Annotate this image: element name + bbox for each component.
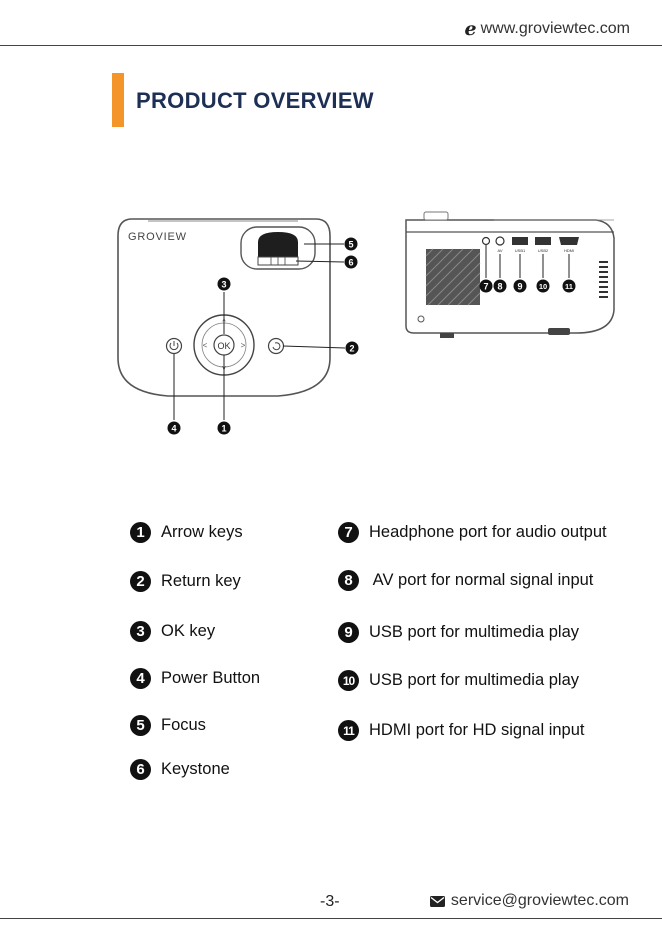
header-divider: [0, 45, 662, 46]
legend-number: 5: [130, 715, 151, 736]
legend-item-return-key: 2 Return key: [130, 571, 241, 592]
projector-side-view-diagram: AV USB1 USB2 HDMI 7 8 9 10 11: [405, 211, 615, 338]
svg-text:1: 1: [221, 424, 226, 434]
callout-11: 11: [562, 279, 576, 293]
power-icon: [169, 342, 179, 351]
projector-top-view-diagram: GROVIEW OK ^ v < > 5 6 2 3 1: [117, 218, 359, 435]
headphone-port: [481, 236, 491, 246]
footer-email: service@groviewtec.com: [429, 892, 629, 910]
callout-8: 8: [493, 279, 507, 293]
header-website: e www.groviewtec.com: [465, 18, 630, 40]
legend-label: Power Button: [161, 669, 261, 687]
right-arrow-icon: >: [241, 341, 246, 350]
callout-4: 4: [167, 421, 181, 435]
legend-item-arrow-keys: 1 Arrow keys: [130, 522, 243, 543]
legend-item-ok-key: 3 OK key: [130, 621, 215, 642]
top-bump: [423, 211, 449, 221]
callout-10: 10: [536, 279, 550, 293]
brand-logo: GROVIEW: [128, 231, 187, 243]
legend-number: 2: [130, 571, 151, 592]
title-accent-bar: [112, 73, 124, 127]
legend-item-av-port: 8 AV port for normal signal input: [338, 570, 593, 591]
legend-number: 3: [130, 621, 151, 642]
legend-item-usb-port-1: 9 USB port for multimedia play: [338, 622, 579, 643]
return-button: [267, 337, 285, 355]
svg-text:9: 9: [517, 282, 522, 292]
callout-5: 5: [344, 237, 358, 251]
email-address: service@groviewtec.com: [450, 892, 629, 909]
ok-key-label: OK: [217, 341, 230, 351]
vent-hatching: [425, 248, 481, 306]
legend-number: 8: [338, 570, 359, 591]
callout-9: 9: [513, 279, 527, 293]
footer-divider: [0, 918, 662, 919]
usb-port-1: [512, 237, 528, 245]
leader-line-6: [295, 260, 345, 263]
hdmi-label: HDMI: [564, 248, 574, 253]
legend-label: OK key: [161, 622, 216, 640]
legend-label: Headphone port for audio output: [369, 523, 607, 541]
legend-number: 7: [338, 522, 359, 543]
av-port-label: AV: [497, 248, 502, 253]
usb-port-2: [535, 237, 551, 245]
svg-text:7: 7: [483, 282, 488, 292]
callout-3: 3: [217, 277, 231, 291]
svg-text:11: 11: [565, 282, 573, 291]
svg-text:2: 2: [349, 344, 354, 354]
focus-ring: [258, 232, 298, 257]
legend-number: 1: [130, 522, 151, 543]
legend-label: AV port for normal signal input: [369, 571, 594, 589]
callout-7: 7: [479, 279, 493, 293]
e-browser-icon: e: [464, 18, 477, 40]
legend-number: 11: [338, 720, 359, 741]
leader-line-2: [282, 345, 346, 349]
svg-text:8: 8: [497, 282, 502, 292]
return-icon: [272, 342, 281, 351]
svg-text:6: 6: [348, 258, 353, 268]
svg-text:4: 4: [171, 424, 176, 434]
legend-label: Return key: [161, 572, 241, 590]
legend-label: Keystone: [161, 760, 230, 778]
legend-label: USB port for multimedia play: [369, 623, 579, 641]
usb1-label: USB1: [515, 248, 526, 253]
legend-label: Focus: [161, 716, 206, 734]
page-title: PRODUCT OVERVIEW: [136, 88, 374, 113]
left-arrow-icon: <: [203, 341, 208, 350]
foot-left: [440, 333, 454, 338]
av-port: [495, 236, 505, 246]
screw-hole: [417, 315, 425, 323]
rear-vents: [599, 261, 608, 298]
legend-item-headphone-port: 7 Headphone port for audio output: [338, 522, 607, 543]
legend-item-hdmi-port: 11 HDMI port for HD signal input: [338, 720, 585, 741]
usb2-label: USB2: [538, 248, 549, 253]
legend-label: USB port for multimedia play: [369, 671, 579, 689]
svg-text:5: 5: [348, 240, 353, 250]
page-number: -3-: [320, 893, 340, 910]
legend-number: 4: [130, 668, 151, 689]
envelope-icon: [429, 895, 445, 907]
callout-6: 6: [344, 255, 358, 269]
callout-2: 2: [345, 341, 359, 355]
hdmi-port: [559, 237, 579, 245]
legend-number: 9: [338, 622, 359, 643]
callout-1: 1: [217, 421, 231, 435]
website-url: www.groviewtec.com: [480, 20, 630, 37]
legend-label: Arrow keys: [161, 523, 243, 541]
legend-item-usb-port-2: 10 USB port for multimedia play: [338, 670, 579, 691]
legend-item-keystone: 6 Keystone: [130, 759, 230, 780]
legend-item-power-button: 4 Power Button: [130, 668, 260, 689]
legend-number: 10: [338, 670, 359, 691]
svg-text:3: 3: [221, 280, 226, 290]
svg-text:10: 10: [539, 282, 547, 291]
foot-right: [548, 328, 570, 335]
legend-item-focus: 5 Focus: [130, 715, 206, 736]
legend-number: 6: [130, 759, 151, 780]
legend-label: HDMI port for HD signal input: [369, 721, 585, 739]
